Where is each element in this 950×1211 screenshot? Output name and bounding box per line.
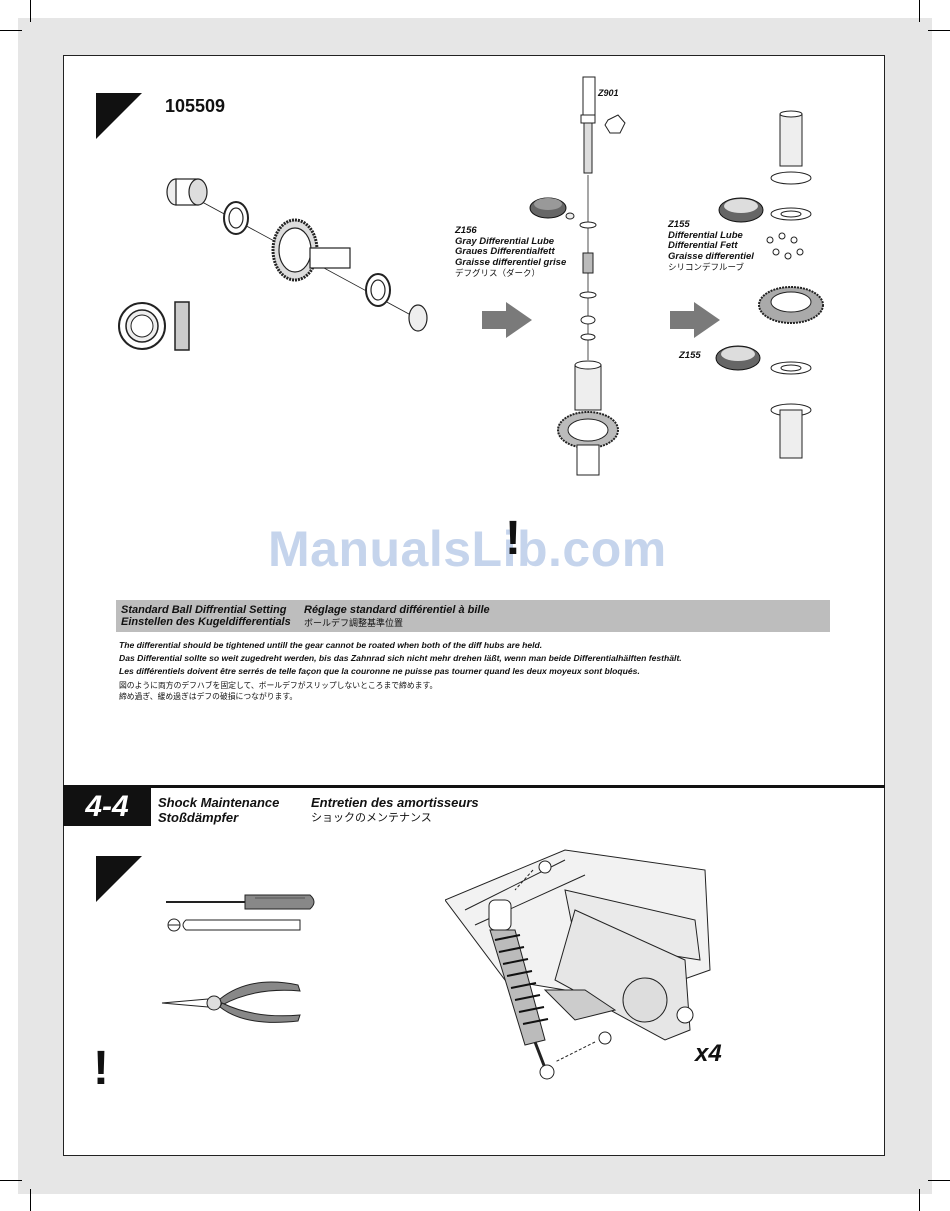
right-arrow-icon [670, 302, 720, 338]
right-assembly-stack-illustration [758, 110, 824, 459]
lube-gray-label: Z156 Gray Differential Lube Graues Diffe… [455, 225, 567, 279]
lube-gray-jp: デフグリス（ダーク） [455, 268, 541, 278]
crop-mark [928, 1180, 950, 1181]
step-corner-marker [96, 93, 142, 139]
note-jp-2: 締め過ぎ、緩め過ぎはデフの破損につながります。 [119, 692, 298, 701]
banner-title-fr: Réglage standard différentiel à bille [304, 604, 490, 616]
section-divider [63, 785, 885, 788]
section-title-de: Stoßdämpfer [158, 810, 239, 825]
diff-lube-grease-icon [718, 197, 764, 223]
diff-lube-grease-icon [715, 345, 761, 371]
part-code-z901: Z901 [598, 88, 619, 98]
part-code-z155-lower: Z155 [679, 350, 701, 361]
watermark: ManualsLib.com [268, 521, 667, 577]
quantity-label: x4 [695, 1040, 722, 1067]
lube-diff-code: Z155 [668, 219, 690, 230]
crop-mark [0, 1180, 22, 1181]
step-corner-marker [96, 856, 142, 902]
note-jp-1: 図のように両方のデフハブを固定して、ボールデフがスリップしないところまで締めます… [119, 681, 438, 690]
banner-title-de: Einstellen des Kugeldifferentials [121, 616, 291, 628]
needle-nose-pliers-icon [161, 981, 301, 1023]
lube-gray-fr: Graisse differentiel grise [455, 256, 567, 268]
crop-mark [30, 1189, 31, 1211]
crop-mark [919, 0, 920, 22]
note-de: Das Differential sollte so weit zugedreh… [119, 653, 682, 663]
note-en: The differential should be tightened unt… [119, 640, 543, 650]
caution-icon: ! [505, 512, 521, 565]
crop-mark [919, 1189, 920, 1211]
step-number-badge: 4-4 [63, 788, 151, 826]
exploded-differential-illustration [166, 178, 428, 332]
crop-mark [928, 30, 950, 31]
screwdriver-icon [166, 894, 315, 932]
lube-diff-de: Differential Fett [668, 240, 738, 251]
caution-icon: ! [93, 1042, 109, 1095]
right-arrow-icon [482, 302, 532, 338]
gray-lube-grease-icon [529, 197, 575, 220]
section-title-en: Shock Maintenance [158, 795, 280, 810]
note-fr: Les différentiels doivent être serrés de… [119, 666, 640, 676]
crop-mark [30, 0, 31, 22]
part-number: 105509 [165, 96, 226, 116]
center-assembly-stack-illustration [557, 76, 626, 476]
section-title-fr: Entretien des amortisseurs [311, 795, 479, 810]
lube-diff-en: Differential Lube [668, 229, 743, 241]
lube-diff-jp: シリコンデフルーブ [668, 262, 744, 272]
lube-gray-code: Z156 [455, 225, 477, 236]
rear-suspension-shock-illustration [445, 849, 711, 1080]
banner-title-en: Standard Ball Diffrential Setting [121, 604, 287, 616]
section-title-jp: ショックのメンテナンス [311, 812, 432, 824]
lube-gray-en: Gray Differential Lube [455, 235, 555, 247]
ball-diff-setting-banner: Standard Ball Diffrential Setting Einste… [116, 600, 830, 632]
lube-diff-fr: Graisse differentiel [668, 250, 754, 262]
lube-gray-de: Graues Differentialfett [455, 246, 555, 257]
bearing-and-shim-icon [118, 301, 190, 351]
lube-diff-label: Z155 Differential Lube Differential Fett… [668, 219, 754, 273]
banner-title-jp: ボールデフ調整基準位置 [304, 618, 404, 628]
crop-mark [0, 30, 22, 31]
